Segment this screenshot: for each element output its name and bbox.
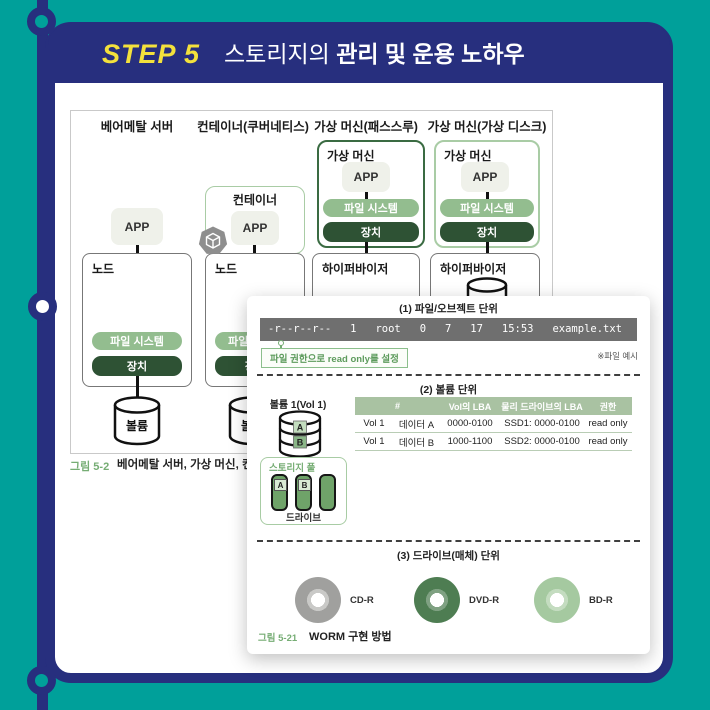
table-cell: 데이터 B — [393, 433, 440, 451]
table-header: Vol의 LBA — [440, 397, 500, 415]
table-cell: SSD2: 0000-0100 — [500, 433, 584, 451]
database-stack-icon: A B — [275, 410, 325, 458]
bd-r-label: BD-R — [589, 595, 613, 606]
page-title-light: 스토리지의 — [224, 41, 337, 67]
callout-em: read only — [327, 354, 370, 365]
table-header: 권한 — [584, 397, 632, 415]
table-cell: Vol 1 — [355, 433, 393, 451]
dvd-r-label: DVD-R — [469, 595, 500, 606]
connector-line — [486, 192, 489, 200]
storage-pool-box: 스토리지 풀 A B 드라이브 — [260, 457, 347, 525]
drive-bar — [319, 474, 336, 511]
table-cell: 1000-1100 — [440, 433, 500, 451]
column-title-container: 컨테이너(쿠버네티스) — [197, 120, 309, 134]
readonly-callout: 파일 권한으로 read only를 설정 — [261, 348, 408, 368]
device-pill: 장치 — [440, 222, 534, 242]
cd-r-label: CD-R — [350, 595, 374, 606]
dvd-r-disc-icon — [414, 577, 460, 623]
filesystem-pill: 파일 시스템 — [323, 199, 419, 217]
bottom-ring-icon — [27, 666, 56, 695]
dashed-separator — [257, 540, 640, 542]
step-label: STEP 5 — [102, 39, 201, 69]
table-header: # — [355, 397, 440, 415]
table-cell: SSD1: 0000-0100 — [500, 415, 584, 433]
connector-line — [136, 376, 139, 398]
column-title-vm-vdisk: 가상 머신(가상 디스크) — [427, 120, 547, 134]
callout-pre: 파일 권한으로 — [270, 354, 328, 365]
node-label: 노드 — [92, 262, 115, 276]
table-header: 물리 드라이브의 LBA — [500, 397, 584, 415]
file-example-note: ※파일 예시 — [597, 351, 638, 361]
table-cell: read only — [584, 415, 632, 433]
callout-pin-line — [280, 345, 282, 349]
section2-title: (2) 볼륨 단위 — [419, 384, 478, 396]
device-pill: 장치 — [323, 222, 419, 242]
figure-5-21-tag: 그림 5-21 — [258, 633, 298, 644]
section1-title: (1) 파일/오브젝트 단위 — [399, 303, 498, 315]
svg-text:A: A — [297, 423, 304, 433]
app-box: APP — [342, 162, 390, 192]
drive-bar: A — [271, 474, 288, 511]
corner-ring-icon — [27, 7, 56, 36]
vm-label: 가상 머신 — [327, 149, 375, 163]
dashed-separator — [257, 374, 640, 376]
column-title-vm-passthrough: 가상 머신(패스스루) — [314, 120, 418, 134]
volume-label: 볼륨 — [125, 419, 149, 433]
left-accent-line — [37, 0, 48, 710]
figure-5-2-caption: 베어메탈 서버, 가상 머신, 컨테 — [117, 459, 264, 471]
hypervisor-label: 하이퍼바이저 — [440, 262, 507, 276]
drive-bar: B — [295, 474, 312, 511]
table-cell: 데이터 A — [393, 415, 440, 433]
app-box: APP — [111, 208, 163, 245]
table-cell: Vol 1 — [355, 415, 393, 433]
page-title-bold: 관리 및 운용 노하우 — [336, 41, 525, 67]
hypervisor-label: 하이퍼바이저 — [322, 262, 389, 276]
side-ring-icon — [28, 292, 57, 321]
app-box: APP — [461, 162, 509, 192]
cd-r-disc-icon — [295, 577, 341, 623]
section3-title: (3) 드라이브(매체) 단위 — [397, 550, 500, 562]
connector-line — [365, 192, 368, 200]
figure-5-21-caption: WORM 구현 방법 — [309, 631, 392, 643]
table-cell: 0000-0100 — [440, 415, 500, 433]
app-box: APP — [231, 211, 279, 245]
volume-table: # Vol의 LBA 물리 드라이브의 LBA 권한 Vol 1 데이터 A 0… — [355, 397, 632, 451]
terminal-line: -r--r--r-- 1 root 0 7 17 15:53 example.t… — [260, 318, 637, 341]
device-pill: 장치 — [92, 356, 182, 376]
node-label: 노드 — [215, 262, 238, 276]
drive-chip-a: A — [274, 479, 287, 491]
page-title: 스토리지의 관리 및 운용 노하우 — [224, 25, 525, 83]
header-band: STEP 5 스토리지의 관리 및 운용 노하우 — [48, 25, 670, 83]
drive-chip-b: B — [298, 479, 311, 491]
table-cell: read only — [584, 433, 632, 451]
callout-post: 를 설정 — [369, 354, 399, 365]
column-title-baremetal: 베어메탈 서버 — [100, 120, 174, 134]
bd-r-disc-icon — [534, 577, 580, 623]
svg-text:B: B — [297, 438, 304, 448]
filesystem-pill: 파일 시스템 — [440, 199, 534, 217]
volume1-label: 볼륨 1(Vol 1) — [269, 400, 327, 411]
container-label: 컨테이너 — [232, 193, 278, 207]
filesystem-pill: 파일 시스템 — [92, 332, 182, 350]
storage-pool-label: 스토리지 풀 — [269, 463, 316, 474]
worm-panel: (1) 파일/오브젝트 단위 -r--r--r-- 1 root 0 7 17 … — [247, 296, 650, 654]
volume-cylinder-icon: 볼륨 — [112, 395, 162, 447]
container-hexagon-icon — [198, 226, 228, 256]
figure-5-2-tag: 그림 5-2 — [70, 461, 110, 473]
vm-label: 가상 머신 — [444, 149, 492, 163]
drive-label: 드라이브 — [286, 513, 321, 524]
